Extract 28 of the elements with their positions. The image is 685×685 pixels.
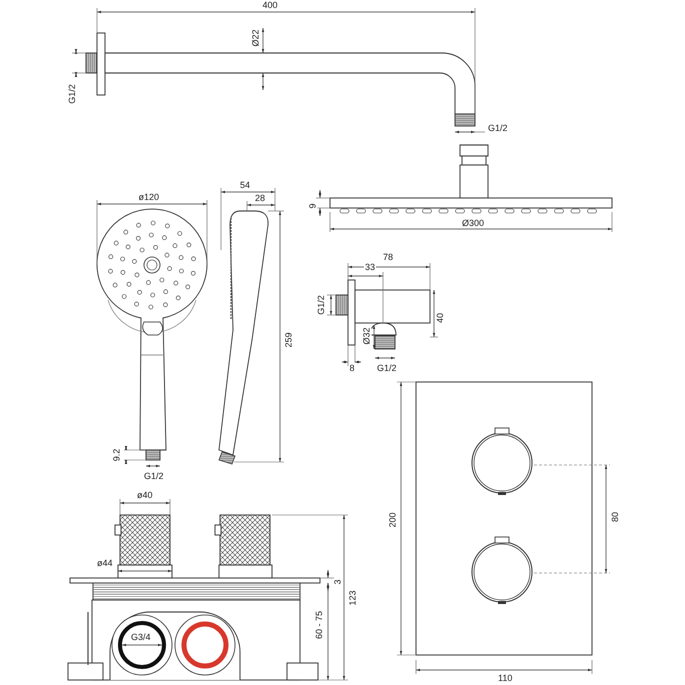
dimension-label: 8 [348, 363, 356, 373]
dimension-label: G1/2 [316, 294, 326, 316]
dimension-label: 40 [435, 312, 445, 324]
dimension-label: G3/4 [130, 632, 152, 642]
dimension-label: 9.2 [110, 448, 121, 462]
dimension-label: 80 [610, 511, 620, 523]
dimension-label: ø120 [138, 192, 160, 202]
dimension-label: 54 [239, 180, 252, 190]
dimension-label: G1/2 [66, 83, 77, 105]
dimension-label: Ø22 [250, 28, 260, 48]
dimension-label: ø44 [96, 558, 114, 568]
dimension-label: 259 [283, 331, 294, 349]
dimension-label: Ø32 [361, 326, 371, 346]
dimension-label: 110 [497, 673, 514, 683]
dimension-label: 9 [307, 202, 317, 210]
dimension-label: G1/2 [143, 471, 165, 481]
dimension-label: 60 - 75 [314, 610, 324, 640]
dimension-label: 400 [262, 0, 279, 10]
dimension-label: G1/2 [376, 363, 398, 373]
dimension-label: 3 [332, 578, 342, 586]
dimension-label: 28 [254, 193, 266, 203]
dimension-label: 78 [382, 252, 394, 262]
dimension-label: 123 [347, 589, 358, 607]
dimension-label: ø40 [136, 490, 154, 500]
dimension-label: G1/2 [487, 123, 509, 133]
dimension-label: 33 [364, 262, 376, 272]
dimension-label: Ø300 [461, 218, 486, 228]
dimension-label: 200 [387, 511, 398, 529]
